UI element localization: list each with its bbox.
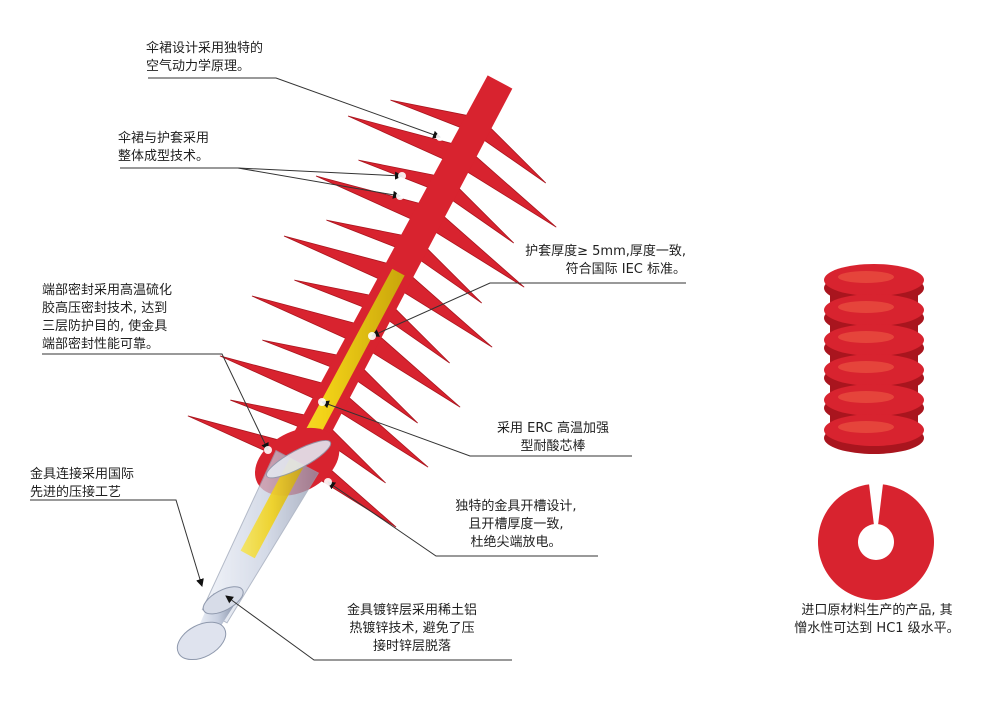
callout-line: 空气动力学原理。 — [146, 59, 251, 74]
shed-right — [283, 235, 390, 281]
shed-right — [326, 219, 405, 249]
callout-line: 符合国际 IEC 标准。 — [565, 262, 686, 277]
shed-stack-highlight — [838, 421, 894, 433]
shed-right — [315, 175, 422, 221]
callout-line: 型耐酸芯棒 — [520, 439, 586, 454]
shed-right — [251, 295, 358, 341]
leader-fitting-groove — [327, 481, 598, 557]
callout-line: 金具镀锌层采用稀土铝 — [346, 603, 477, 618]
callout-line: 热镀锌技术, 避免了压 — [349, 621, 475, 636]
callout-galvanizing: 金具镀锌层采用稀土铝 热镀锌技术, 避免了压 接时锌层脱落 — [314, 602, 510, 656]
callout-line: 憎水性可达到 HC1 级水平。 — [794, 621, 960, 636]
callout-line: 采用 ERC 高温加强 — [497, 421, 609, 436]
callout-line: 伞裙与护套采用 — [118, 131, 210, 146]
shed-stack-highlight — [838, 391, 894, 403]
callout-fitting-groove: 独特的金具开槽设计, 且开槽厚度一致, 杜绝尖端放电。 — [428, 498, 604, 552]
pointer-dot — [368, 332, 376, 340]
leader-end-seal — [42, 353, 269, 451]
callout-line: 端部密封采用高温硫化 — [42, 283, 173, 298]
callout-line: 进口原材料生产的产品, 其 — [801, 603, 953, 618]
leader-galvanizing — [225, 595, 512, 661]
callout-core-rod: 采用 ERC 高温加强 型耐酸芯棒 — [478, 420, 628, 456]
callout-shed-design: 伞裙设计采用独特的 空气动力学原理。 — [146, 40, 263, 76]
shed-stack-highlight — [838, 331, 894, 343]
callout-line: 伞裙设计采用独特的 — [146, 41, 264, 56]
callout-line: 接时锌层脱落 — [372, 639, 451, 654]
crimp-collar — [202, 586, 244, 615]
callout-sheath-thickness: 护套厚度≥ 5mm,厚度一致, 符合国际 IEC 标准。 — [488, 243, 686, 279]
callout-material: 进口原材料生产的产品, 其 憎水性可达到 HC1 级水平。 — [770, 602, 984, 638]
pointer-dot — [398, 172, 406, 180]
shed-stack-highlight — [838, 301, 894, 313]
leader-integral-molding-2 — [237, 167, 401, 199]
callout-line: 端部密封性能可靠。 — [42, 337, 160, 352]
callout-line: 金具连接采用国际 — [30, 467, 135, 482]
pointer-dot — [264, 446, 272, 454]
shed-right — [230, 399, 309, 429]
groove-plate — [265, 439, 332, 479]
ball-end — [176, 621, 227, 661]
core-rod-inner — [240, 458, 305, 559]
leader-shed-design — [148, 77, 441, 139]
callout-line: 先进的压接工艺 — [30, 485, 122, 500]
pointer-dot — [318, 398, 326, 406]
callout-line: 杜绝尖端放电。 — [470, 535, 562, 550]
pointer-dot — [396, 192, 404, 200]
callout-line: 独特的金具开槽设计, — [455, 499, 577, 514]
callout-line: 胶高压密封技术, 达到 — [42, 301, 168, 316]
shed-right — [262, 339, 341, 369]
shed-right — [219, 355, 326, 401]
callout-integral-molding: 伞裙与护套采用 整体成型技术。 — [118, 130, 209, 166]
pointer-dot — [324, 478, 332, 486]
leader-crimp — [30, 499, 204, 587]
shed-right — [294, 279, 373, 309]
callout-crimp: 金具连接采用国际 先进的压接工艺 — [30, 466, 134, 502]
shed-stack-highlight — [838, 271, 894, 283]
callout-line: 整体成型技术。 — [118, 149, 210, 164]
callout-line: 护套厚度≥ 5mm,厚度一致, — [525, 244, 686, 259]
shed-stack-highlight — [838, 361, 894, 373]
leader-sheath-thickness — [371, 282, 686, 337]
leader-core-rod — [321, 400, 632, 457]
pointer-dot — [436, 133, 444, 141]
callout-line: 三层防护目的, 使金具 — [42, 319, 168, 334]
shed-section-ring — [818, 484, 934, 600]
callout-end-seal: 端部密封采用高温硫化 胶高压密封技术, 达到 三层防护目的, 使金具 端部密封性… — [42, 282, 172, 354]
callout-line: 且开槽厚度一致, — [468, 517, 564, 532]
